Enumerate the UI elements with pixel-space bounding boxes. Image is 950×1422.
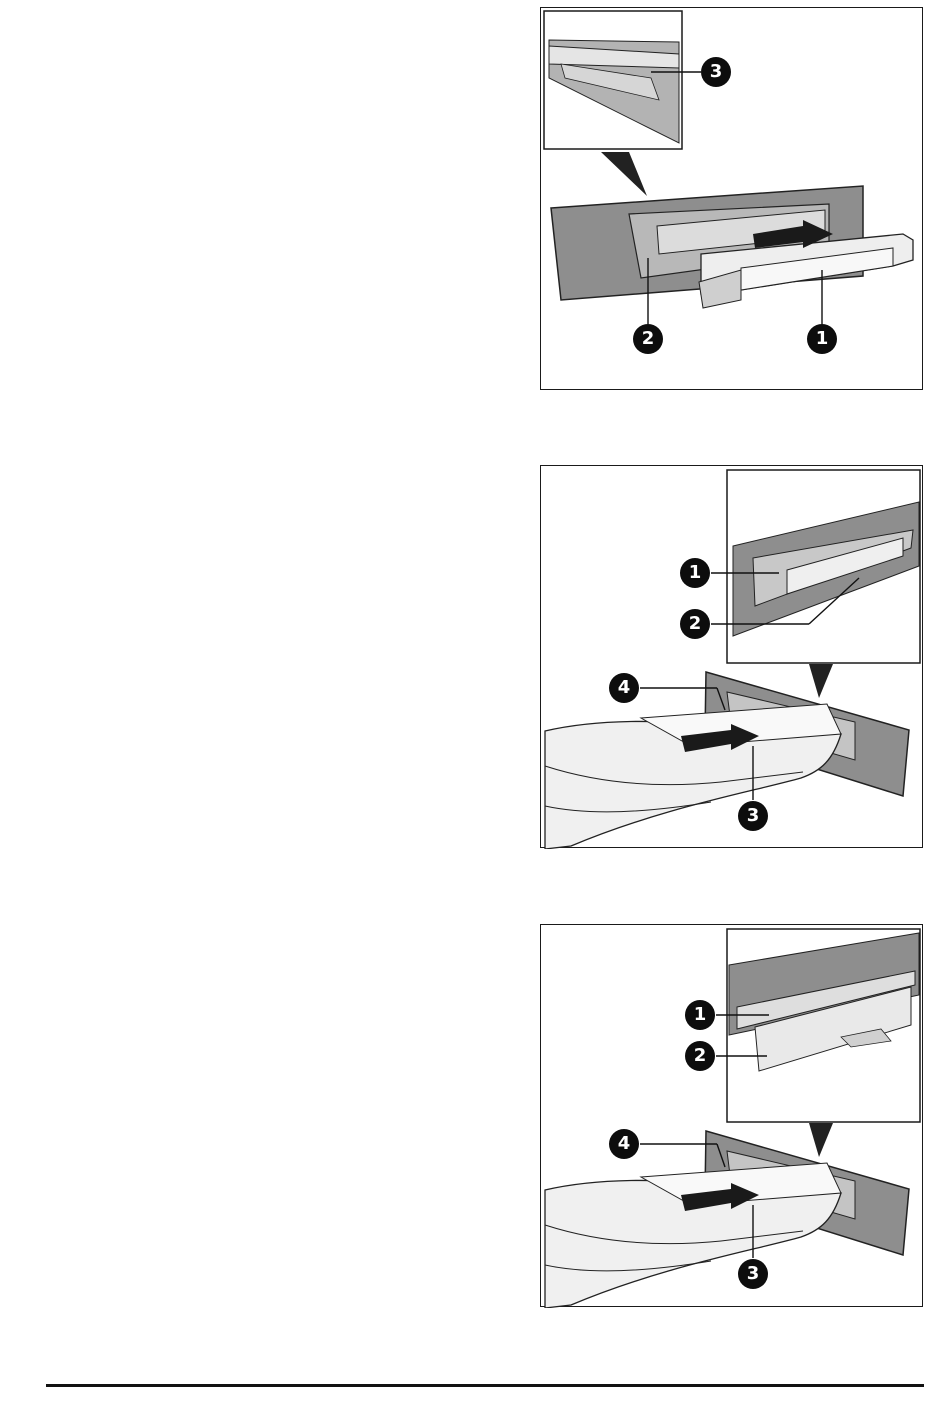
callout-marker: 4: [609, 673, 639, 703]
illustration-cassette-insertion: [541, 8, 924, 391]
footer-rule: [46, 1384, 924, 1387]
illustration-cartridge-latch: [541, 925, 924, 1308]
callout-marker: 4: [609, 1129, 639, 1159]
illustration-cartridge-slot: [541, 466, 924, 849]
callout-marker: 3: [738, 801, 768, 831]
figure-1: 3 2 1: [540, 7, 923, 390]
callout-marker: 1: [680, 558, 710, 588]
callout-marker: 2: [633, 324, 663, 354]
callout-marker: 1: [807, 324, 837, 354]
figure-2: 1 2 4 3: [540, 465, 923, 848]
callout-marker: 3: [701, 57, 731, 87]
figure-3: 1 2 4 3: [540, 924, 923, 1307]
callout-marker: 3: [738, 1259, 768, 1289]
callout-marker: 2: [685, 1041, 715, 1071]
callout-marker: 2: [680, 609, 710, 639]
callout-marker: 1: [685, 1000, 715, 1030]
